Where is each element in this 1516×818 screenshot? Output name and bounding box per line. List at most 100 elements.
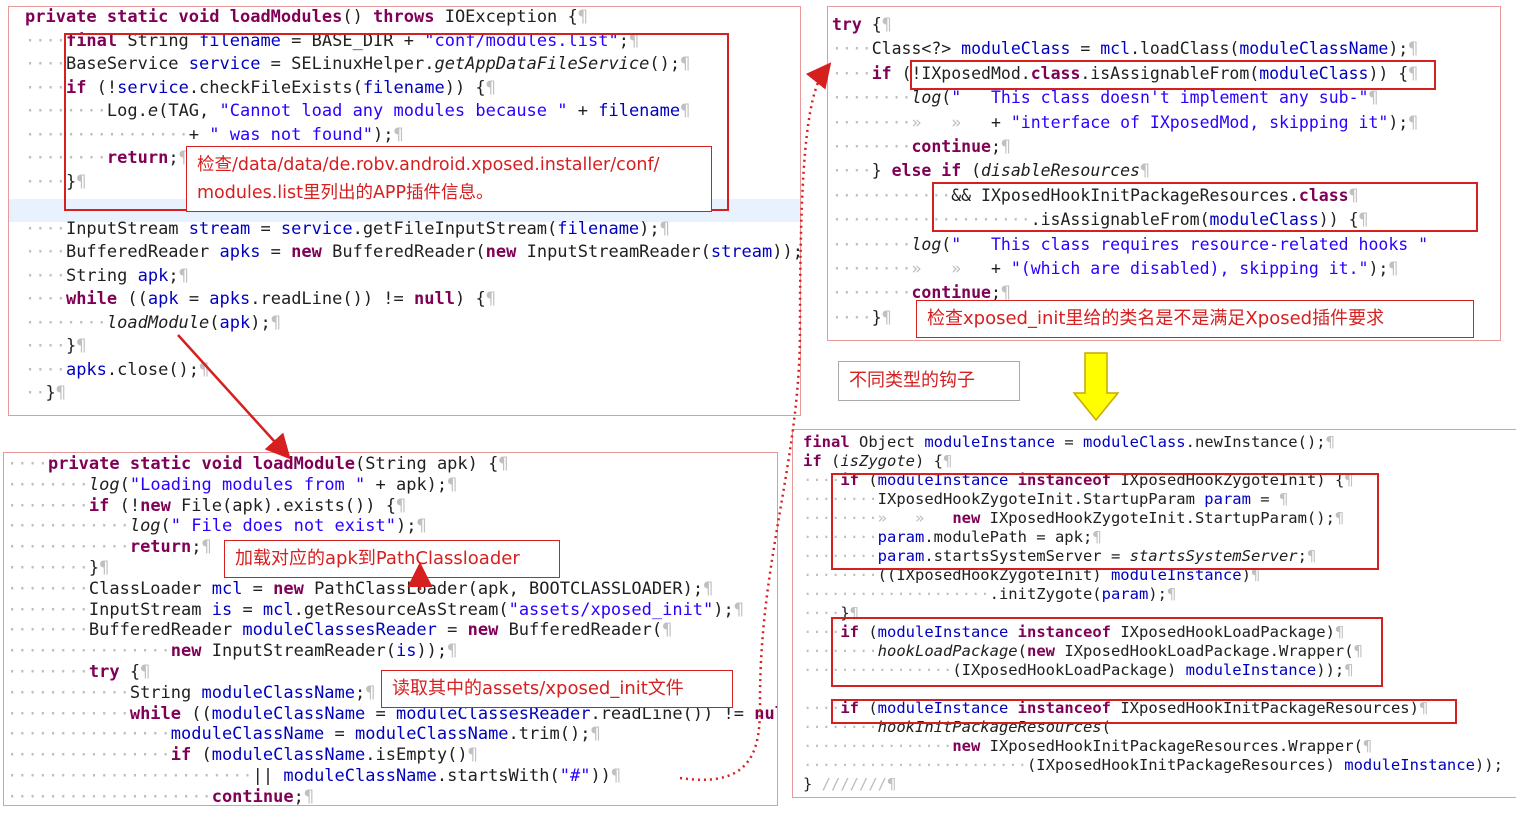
code-line: ········log("Loading modules from " + ap… <box>7 475 457 496</box>
code-token: IXposedHookZygoteInit.StartupParam(); <box>989 509 1335 527</box>
code-token: ); <box>713 599 734 620</box>
code-token: moduleInstance <box>877 699 1009 717</box>
code-token: = <box>232 599 263 620</box>
code-token: ); <box>250 312 271 333</box>
code-line: ········loadModule(apk);¶ <box>25 312 281 336</box>
code-token: ¶ <box>447 641 458 662</box>
code-line: if (isZygote) {¶ <box>803 452 952 471</box>
code-token: ········ <box>7 662 89 682</box>
code-token: ( <box>209 312 220 333</box>
code-line: ········param.modulePath = apk;¶ <box>803 528 1102 547</box>
code-token: ························ <box>803 756 1027 774</box>
code-token: ( <box>201 745 212 766</box>
code-token: apks <box>209 289 251 309</box>
code-token: ( <box>1017 642 1027 660</box>
code-token: ; <box>1297 547 1307 565</box>
code-token: ¶ <box>140 662 151 682</box>
code-token: ················ <box>7 641 171 662</box>
code-token: ¶ <box>1334 623 1345 641</box>
code-token: ············ <box>7 516 130 537</box>
code-token: ¶ <box>849 604 860 622</box>
code-line: ························(IXposedHookInit… <box>803 756 1503 775</box>
code-token: ( <box>971 161 982 181</box>
code-panel-load-module[interactable]: ····private static void loadModule(Strin… <box>3 452 778 806</box>
code-token: ···· <box>803 471 841 489</box>
code-token: ········ <box>25 312 107 333</box>
code-token: BufferedReader <box>65 242 220 262</box>
code-line: ············return;¶ <box>7 537 212 558</box>
code-token: private <box>47 454 130 474</box>
code-token: (TAG, <box>158 101 220 121</box>
code-token: Log. <box>106 101 148 121</box>
code-token: )); <box>1316 661 1345 679</box>
code-token: ···· <box>25 336 66 356</box>
code-token: is <box>211 599 233 620</box>
code-line: ········try {¶ <box>7 662 150 683</box>
code-line: ························|| moduleClassNa… <box>7 766 621 787</box>
code-line: ········((IXposedHookZygoteInit) moduleI… <box>803 566 1260 585</box>
code-token: ········ <box>832 234 912 254</box>
code-token: new <box>952 509 990 527</box>
code-line: ····················.isAssignableFrom(mo… <box>832 208 1368 232</box>
code-token: mcl <box>1100 39 1131 59</box>
code-line: ········» » new IXposedHookZygoteInit.St… <box>803 509 1344 528</box>
code-token: ¶ <box>55 383 66 403</box>
code-line: ····Class<?> moduleClass = mcl.loadClass… <box>832 37 1418 61</box>
code-token: ¶ <box>881 307 892 327</box>
code-token: } <box>871 161 892 181</box>
code-token: ¶ <box>1408 112 1419 132</box>
code-panel-class-check[interactable]: try {¶····Class<?> moduleClass = mcl.loa… <box>827 6 1501 341</box>
code-token: ); <box>395 516 417 537</box>
highlight-box-zygote-init <box>831 473 1379 570</box>
code-token: ···· <box>832 161 872 181</box>
code-token: .close(); <box>106 359 200 380</box>
code-token: { <box>129 662 141 682</box>
code-token: + <box>990 112 1011 132</box>
code-token: ···· <box>832 39 872 59</box>
arrow-to-load-module <box>177 334 291 460</box>
code-line: ················moduleClassName = module… <box>7 724 601 745</box>
code-token: (! <box>96 77 118 98</box>
code-token: ···················· <box>832 210 1031 230</box>
code-token: mcl <box>262 599 294 620</box>
code-token: moduleInstance <box>877 623 1009 641</box>
code-token: new <box>1026 642 1065 660</box>
code-token: ¶ <box>1092 528 1102 546</box>
code-token: ¶ <box>887 775 897 793</box>
code-token: ¶ <box>178 265 189 286</box>
code-token: ; <box>618 30 629 51</box>
code-token: ClassLoader <box>88 578 212 599</box>
code-token: ········ <box>7 495 89 516</box>
highlight-box-init-package-resources <box>831 699 1457 724</box>
code-token: ···················· <box>7 786 212 806</box>
code-line: ········log(" This class requires resour… <box>832 233 1428 257</box>
code-token: ············ <box>7 682 130 703</box>
code-line: ················new InputStreamReader(is… <box>7 641 457 662</box>
code-token: InputStream <box>65 218 189 239</box>
code-line: ········param.startsSystemServer = start… <box>803 547 1316 566</box>
code-token: = <box>242 578 274 599</box>
code-token: moduleClassesReader <box>395 703 591 724</box>
code-line: ············while ((moduleClassName = mo… <box>7 703 777 725</box>
code-token: (); <box>649 54 681 74</box>
code-token: return <box>106 148 169 168</box>
code-token: ¶ <box>1334 509 1345 527</box>
code-line: ····················continue;¶ <box>7 786 314 806</box>
code-token: void <box>201 454 253 474</box>
code-token: ( <box>119 474 130 495</box>
code-token: .isAssignableFrom( <box>1030 210 1210 230</box>
code-line: ········ClassLoader mcl = new PathClassL… <box>7 579 713 600</box>
code-token: ; <box>168 265 179 286</box>
code-token: ···· <box>832 307 872 327</box>
code-line: ····if (moduleInstance instanceof IXpose… <box>803 699 1428 718</box>
yellow-down-arrow <box>1072 352 1120 422</box>
code-token: new <box>467 620 509 641</box>
code-token: } <box>65 336 77 356</box>
code-token: ( <box>160 516 171 537</box>
code-token: "conf/modules.list" <box>424 30 619 51</box>
code-line: ····}¶ <box>803 604 859 623</box>
code-token: ¶ <box>1358 210 1369 230</box>
code-token: .loadClass( <box>1130 39 1240 59</box>
code-panel-hook-types[interactable]: final Object moduleInstance = moduleClas… <box>792 429 1516 798</box>
code-token: param <box>1101 585 1149 603</box>
